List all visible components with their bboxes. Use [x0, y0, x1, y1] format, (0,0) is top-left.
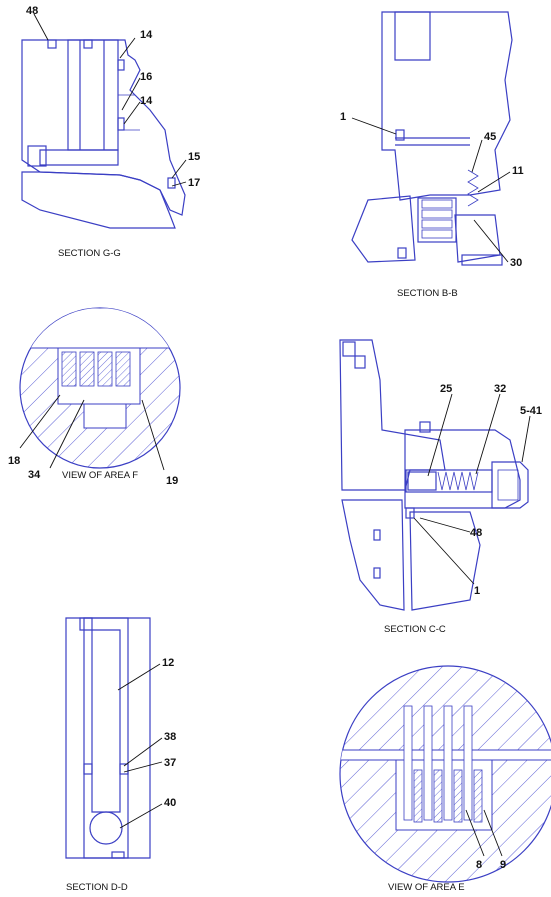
callout-14-lower: 14	[140, 95, 153, 107]
view-area-f: 18 34 19 VIEW OF AREA F	[8, 307, 181, 487]
callout-16: 16	[140, 71, 152, 83]
cc-upper-body	[339, 339, 446, 491]
disc-stack	[421, 199, 453, 239]
cc-lower-body	[341, 499, 405, 611]
callout-37: 37	[164, 757, 176, 769]
caption-area-f: VIEW OF AREA F	[62, 470, 138, 481]
callout-11: 11	[512, 165, 524, 177]
callout-32: 32	[494, 383, 506, 395]
o-ring-14b	[117, 117, 125, 131]
seal-ring	[27, 145, 47, 167]
dd-spool-12	[91, 629, 121, 813]
cc-o-ring-c	[419, 421, 431, 433]
callout-30: 30	[510, 257, 522, 269]
cc-o-ring-48	[405, 507, 415, 519]
callout-48-cc: 48	[470, 527, 482, 539]
caption-area-e: VIEW OF AREA E	[388, 882, 465, 893]
o-ring-top	[83, 39, 93, 49]
bore-horizontal	[39, 149, 119, 166]
o-ring-14a	[117, 59, 125, 71]
callout-25: 25	[440, 383, 452, 395]
section-d-d: 12 38 37 40 SECTION D-D	[65, 617, 176, 893]
spring-bore	[405, 469, 493, 493]
bore-vertical	[67, 39, 119, 151]
plunger-25	[407, 471, 437, 491]
callout-1-cc: 1	[474, 585, 480, 597]
callout-9: 9	[500, 859, 506, 871]
callout-19: 19	[166, 475, 178, 487]
bb-lower-body	[351, 195, 416, 263]
callout-1-bb: 1	[340, 111, 346, 123]
view-area-e: 8 9 VIEW OF AREA E	[339, 665, 551, 893]
o-ring-48	[47, 39, 57, 49]
callout-15: 15	[188, 151, 200, 163]
spring-45	[467, 169, 479, 207]
callout-34: 34	[28, 469, 41, 481]
disc-stack-e	[403, 705, 483, 823]
o-ring-15	[167, 177, 176, 189]
dd-o-ring-38	[119, 763, 129, 775]
callout-12: 12	[162, 657, 174, 669]
section-b-b: 1 45 11 30 SECTION B-B	[340, 11, 524, 299]
cc-o-ring-a	[342, 341, 356, 357]
cc-right-body	[404, 429, 521, 509]
callout-40: 40	[164, 797, 176, 809]
cc-o-ring-b	[354, 355, 366, 369]
dd-o-ring-37	[83, 763, 93, 775]
cc-lower-right	[409, 511, 481, 611]
callout-17: 17	[188, 177, 200, 189]
spring-32	[437, 471, 479, 491]
caption-section-b-b: SECTION B-B	[397, 288, 458, 299]
section-c-c: 25 32 5-41 48 1 SECTION C-C	[339, 339, 542, 635]
callout-38: 38	[164, 731, 176, 743]
housing-lower	[21, 171, 176, 229]
callout-45: 45	[484, 131, 496, 143]
dd-ball-40	[89, 811, 123, 845]
spring-pocket	[417, 197, 457, 243]
caption-section-g-g: SECTION G-G	[58, 248, 121, 259]
callout-5-41: 5-41	[520, 405, 542, 417]
caption-section-d-d: SECTION D-D	[66, 882, 128, 893]
callout-14-upper: 14	[140, 29, 153, 41]
callout-48: 48	[26, 5, 38, 17]
dd-housing	[65, 617, 151, 859]
callout-8: 8	[476, 859, 482, 871]
bb-body	[381, 11, 513, 201]
section-g-g: 48 14 16 14 15 17 SECTION G-G	[21, 5, 200, 259]
callout-18: 18	[8, 455, 20, 467]
plug-5-41	[491, 461, 529, 509]
bb-o-ring-1	[395, 129, 405, 141]
caption-section-c-c: SECTION C-C	[384, 624, 446, 635]
